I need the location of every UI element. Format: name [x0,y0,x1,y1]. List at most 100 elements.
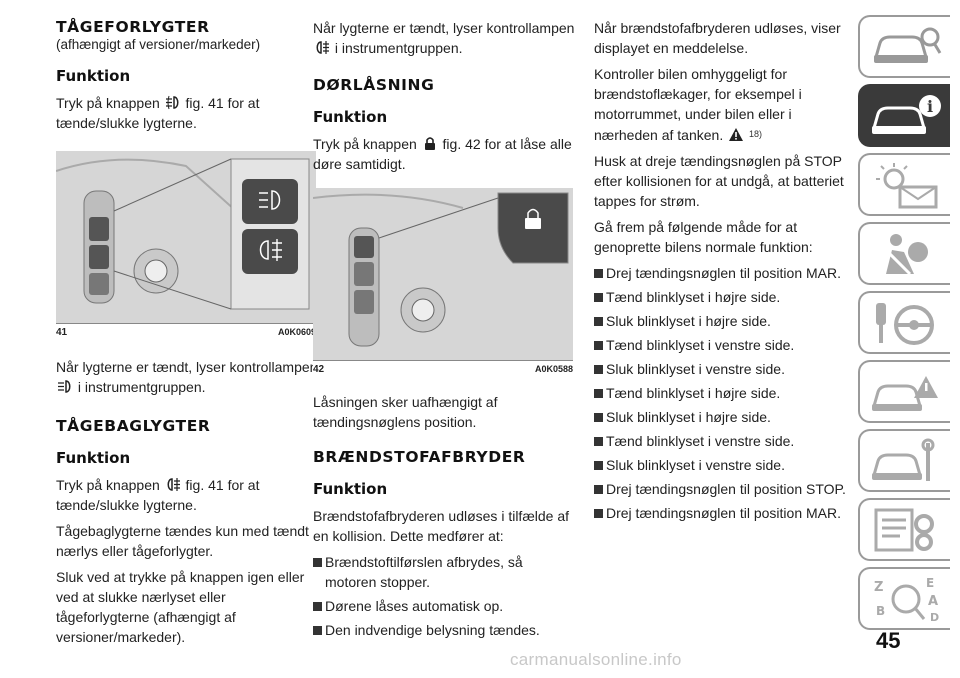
fog-lights-title: TÅGEFORLYGTER [56,18,210,36]
list-item: Sluk blinklyset i højre side. [594,311,856,331]
list-item: Sluk blinklyset i venstre side. [594,359,856,379]
lock-paragraph-1: Tryk på knappen fig. 42 for at låse alle… [313,134,575,174]
lock-function-heading: Funktion [313,108,388,126]
fog-paragraph-2: Når lygterne er tændt, lyser kontrollamp… [56,357,318,397]
figure-42-code: A0K0588 [534,364,573,374]
checkbox-bullet-icon [594,509,603,518]
checkbox-bullet-icon [594,341,603,350]
tab-maintenance[interactable] [858,429,950,492]
rear-p4-end: i instrumentgruppen. [334,40,463,56]
door-lock-switch-illustration [312,188,573,360]
svg-text:B: B [876,604,885,618]
tab-safety[interactable] [858,222,950,285]
column-3: Når brændstofafbryderen udløses, viser d… [594,18,856,527]
figure-42-number: 42 [313,364,325,375]
warning-triangle-icon [729,128,744,141]
fuel-cutoff-title: BRÆNDSTOFAFBRYDER [313,448,526,466]
rear-paragraph-2: Tågebaglygterne tændes kun med tændt nær… [56,523,309,559]
list-item: Den indvendige belysning tændes. [313,620,575,640]
list-item: Dørene låses automatisk op. [313,596,575,616]
svg-text:E: E [926,576,934,590]
rear-p1-start: Tryk på knappen [56,477,160,493]
checkbox-bullet-icon [313,626,322,635]
rear-fog-title: TÅGEBAGLYGTER [56,417,211,435]
checkbox-bullet-icon [594,413,603,422]
col3-paragraph-1: Når brændstofafbryderen udløses, viser d… [594,20,841,56]
svg-text:D: D [930,611,939,624]
fuel-paragraph-1: Brændstofafbryderen udløses i tilfælde a… [313,508,570,544]
fog-lights-subtitle: (afhængigt af versioner/markeder) [56,37,261,52]
list-item: Brændstoftilførslen afbrydes, så motoren… [313,552,575,592]
tab-getting-to-know-car[interactable] [858,15,950,78]
column-2: Når lygterne er tændt, lyser kontrollamp… [312,18,575,644]
dashboard-switch-illustration [55,151,316,323]
rear-fog-light-icon [167,478,180,491]
col3-paragraph-4: Gå frem på følgende måde for at genopret… [594,219,813,255]
rear-paragraph-4: Når lygterne er tændt, lyser kontrollamp… [313,18,575,58]
tab-technical-data[interactable] [858,498,950,561]
tab-knowing-car-info[interactable]: i [858,84,950,147]
airbag-seatbelt-icon [882,234,928,276]
figure-42-caption: 42 A0K0588 [313,360,573,378]
figure-41-caption: 41 A0K0609 [56,323,316,341]
figure-41: 41 A0K0609 [55,151,316,341]
lock-p1-end: fig. 42 for at låse alle døre samtidigt. [313,136,572,172]
list-item: Drej tændingsnøglen til position MAR. [594,263,856,283]
lock-p1-start: Tryk på knappen [313,136,417,152]
fuel-function-heading: Funktion [313,480,388,498]
rear-paragraph-1: Tryk på knappen fig. 41 for at tænde/slu… [56,475,318,515]
rear-function-heading: Funktion [56,449,131,467]
checkbox-bullet-icon [313,602,322,611]
document-gear-icon [874,508,934,552]
svg-text:i: i [927,97,933,116]
col3-paragraph-2: Kontroller bilen omhyggeligt for brændst… [594,66,802,143]
figure-41-number: 41 [56,327,68,338]
figure-42: 42 A0K0588 [312,188,573,378]
checkbox-bullet-icon [313,558,322,567]
fog-p2-start: Når lygterne er tændt, lyser kontrollamp… [56,359,318,375]
fog-function-heading: Funktion [56,67,131,85]
fog-paragraph-1: Tryk på knappen fig. 41 for at tænde/slu… [56,93,318,133]
list-item: Drej tændingsnøglen til position STOP. [594,479,856,499]
rear-p1-end: fig. 41 for at tænde/slukke lygterne. [56,477,260,513]
door-lock-title: DØRLÅSNING [313,76,435,94]
car-info-icon: i [872,95,941,134]
emergency-car-icon [872,376,938,411]
list-item: Sluk blinklyset i højre side. [594,407,856,427]
fog-p1-start: Tryk på knappen [56,95,160,111]
list-item: Drej tændingsnøglen til position MAR. [594,503,856,523]
list-item: Tænd blinklyset i højre side. [594,287,856,307]
checkbox-bullet-icon [594,317,603,326]
list-item: Tænd blinklyset i højre side. [594,383,856,403]
tab-emergency[interactable] [858,360,950,423]
rear-p4-start: Når lygterne er tændt, lyser kontrollamp… [313,20,575,36]
column-1: TÅGEFORLYGTER (afhængigt af versioner/ma… [55,18,318,653]
checkbox-bullet-icon [594,461,603,470]
front-fog-light-icon [165,95,179,110]
list-item: Sluk blinklyset i venstre side. [594,455,856,475]
note-reference: 18) [749,129,763,139]
fog-p1-end: fig. 41 for at tænde/slukke lygterne. [56,95,260,131]
checkbox-bullet-icon [594,437,603,446]
checkbox-bullet-icon [594,269,603,278]
front-fog-light-icon [58,380,71,393]
alphabet-index-icon: Z EA B D [874,576,939,624]
watermark: carmanualsonline.info [510,650,682,669]
checkbox-bullet-icon [594,485,603,494]
svg-text:A: A [928,594,938,609]
list-item: Tænd blinklyset i venstre side. [594,431,856,451]
page-number: 45 [876,628,901,653]
car-wrench-icon [872,438,935,481]
restore-steps-list: Drej tændingsnøglen til position MAR. Tæn… [594,263,856,523]
key-steering-wheel-icon [876,303,934,345]
warning-light-envelope-icon [876,163,938,209]
rear-fog-light-icon [316,41,329,54]
checkbox-bullet-icon [594,365,603,374]
checkbox-bullet-icon [594,293,603,302]
tab-warning-lights[interactable] [858,153,950,216]
door-lock-icon [424,137,435,150]
svg-text:Z: Z [874,580,883,595]
tab-starting-driving[interactable] [858,291,950,354]
